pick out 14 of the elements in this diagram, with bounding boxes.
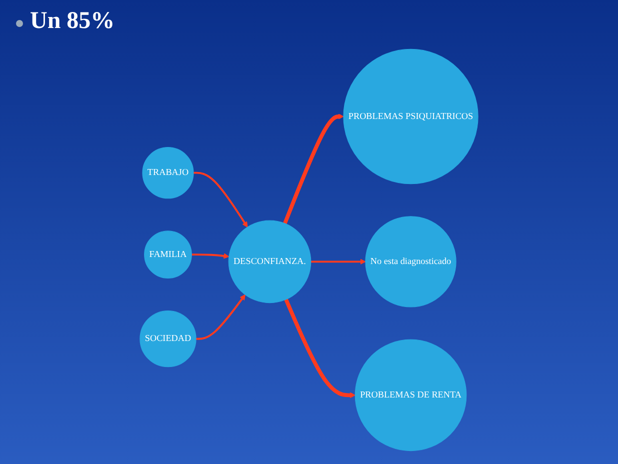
arrow [284, 298, 356, 398]
arrow [193, 172, 248, 228]
node-circle: DESCONFIANZA. [228, 220, 312, 304]
arrow [283, 114, 344, 224]
node-circle: No esta diagnosticado [365, 216, 456, 308]
arrow [196, 294, 246, 340]
node-circle: PROBLEMAS PSIQUIATRICOS [343, 48, 478, 184]
arrow [192, 253, 230, 259]
node-circle: FAMILIA [144, 230, 192, 278]
node-circle: SOCIEDAD [140, 310, 196, 368]
node-circle: PROBLEMAS DE RENTA [354, 339, 467, 452]
node-circle: TRABAJO [142, 147, 194, 199]
arrow [310, 258, 366, 265]
title: Un 85% [30, 8, 115, 35]
